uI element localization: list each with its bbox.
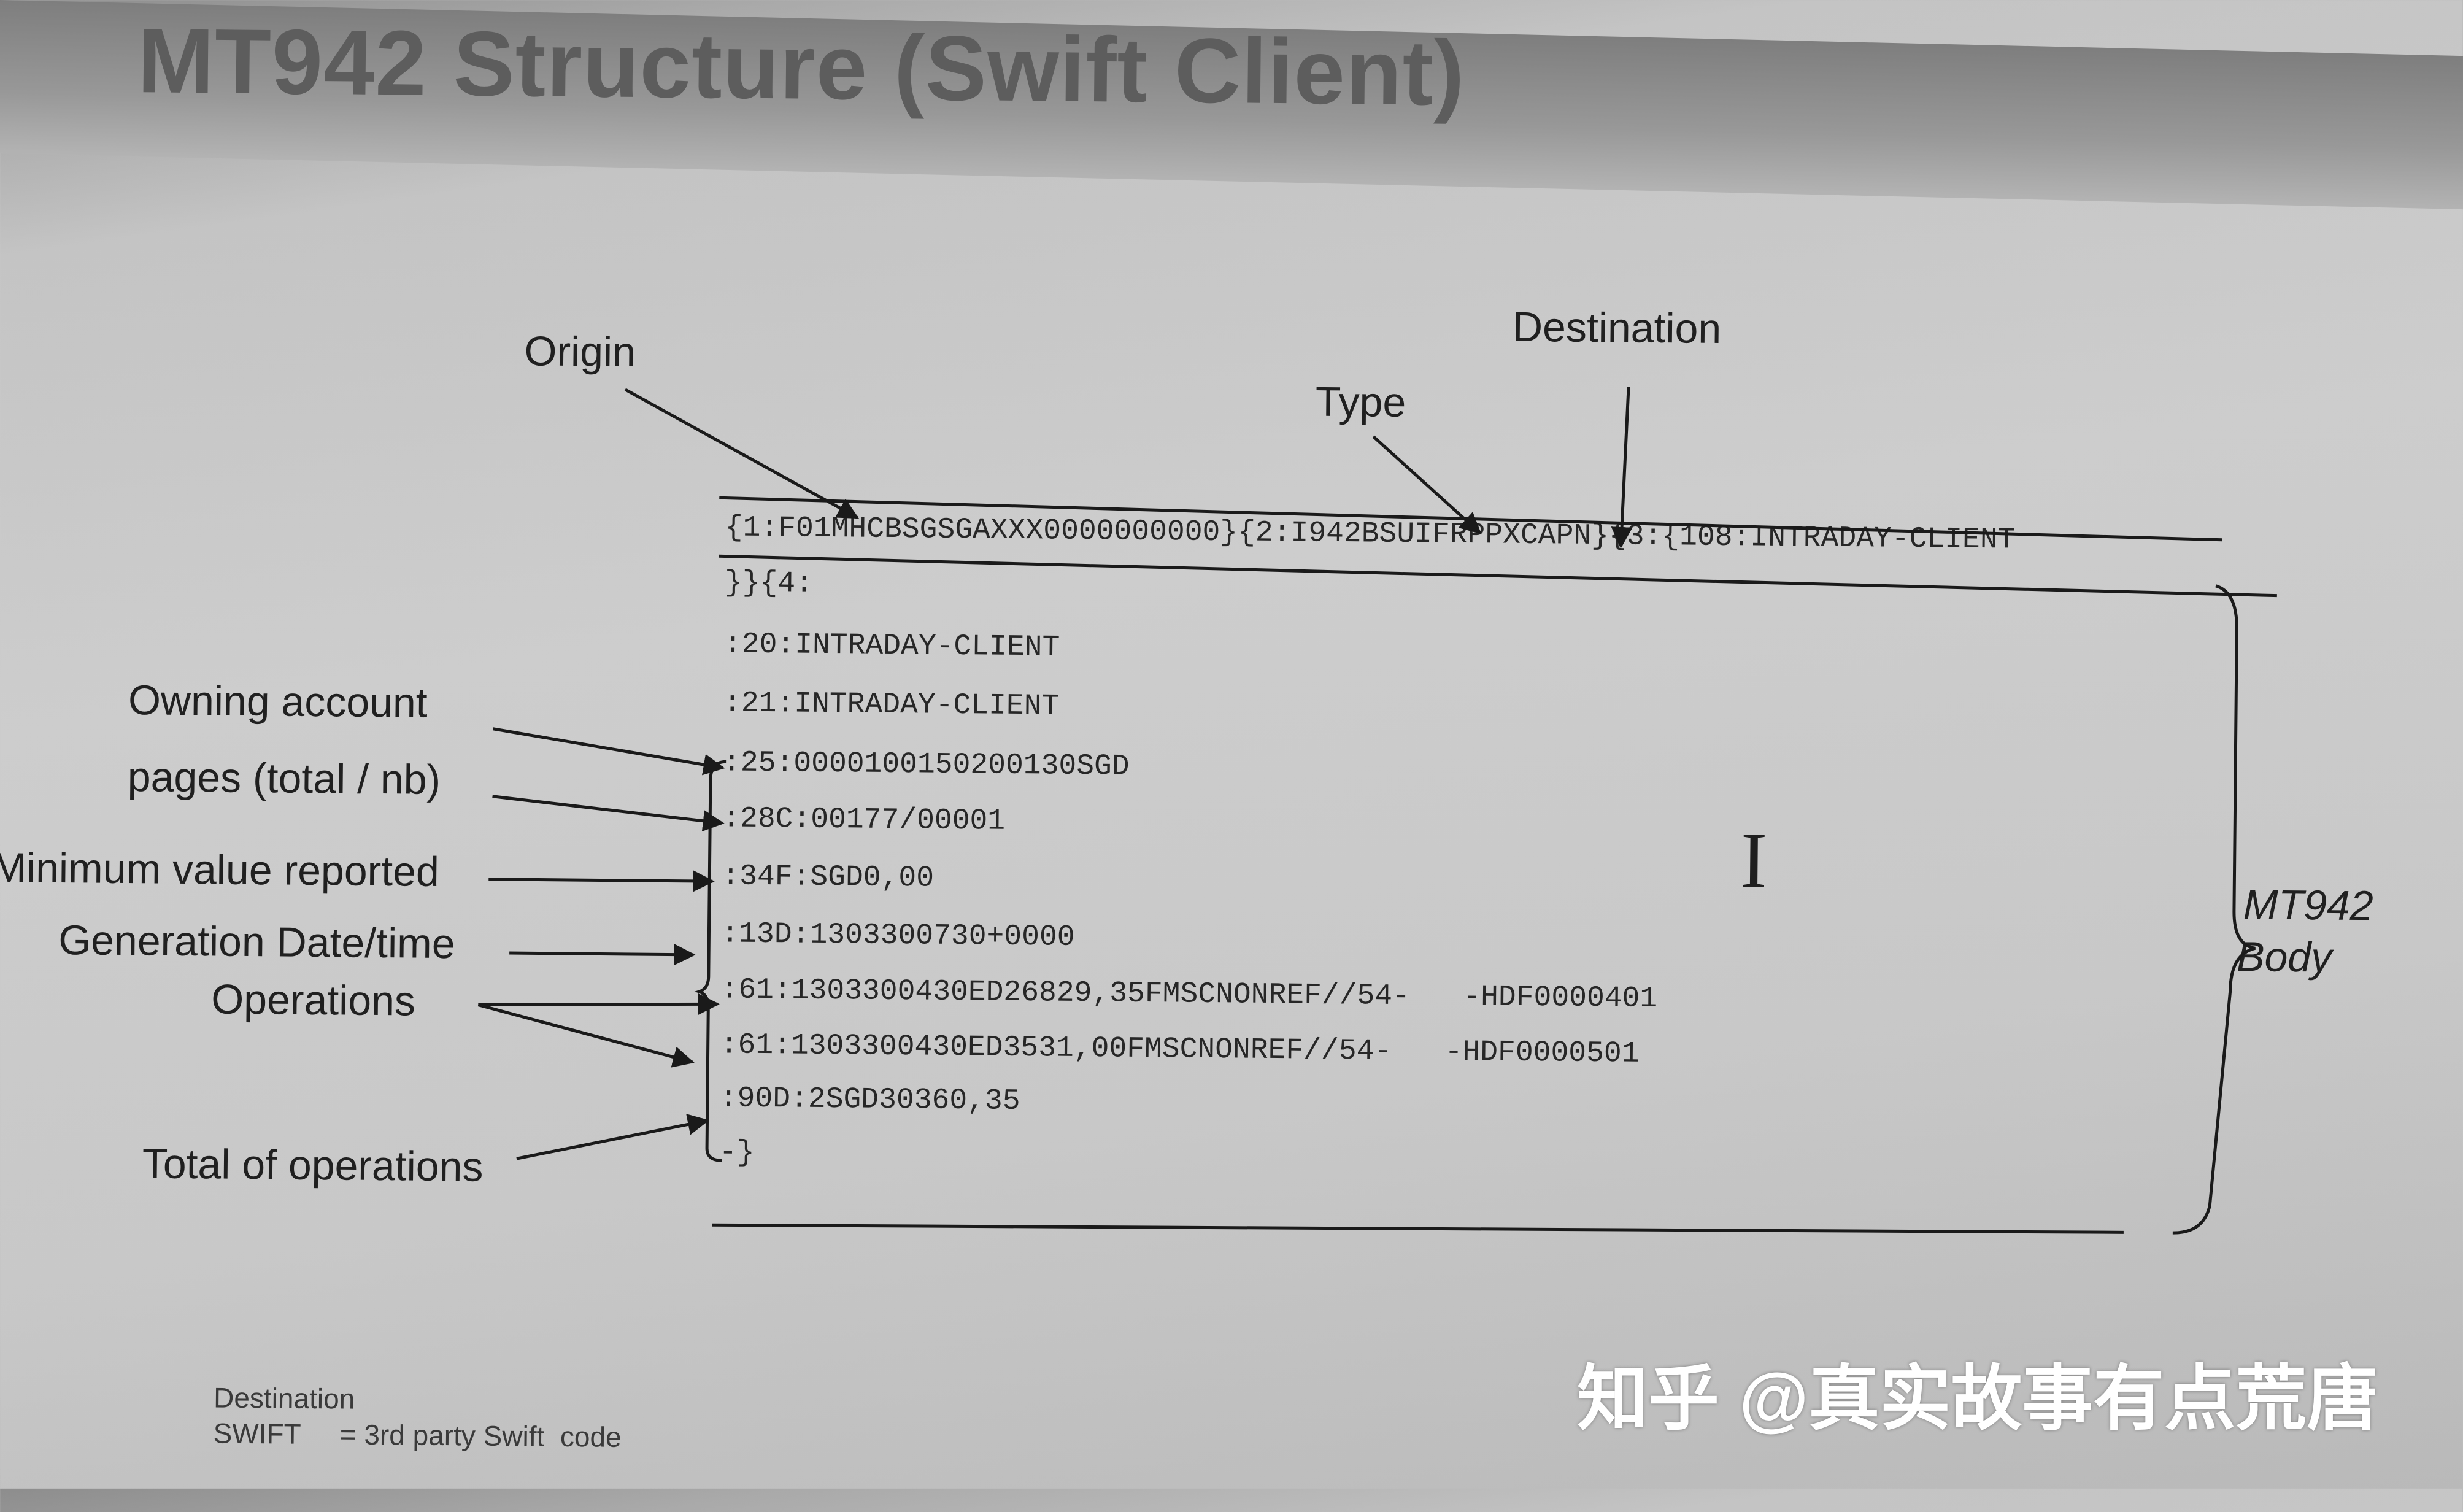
left-brace bbox=[694, 760, 727, 1162]
footnote-swift: SWIFT = 3rd party Swift code bbox=[213, 1417, 622, 1453]
arrow-owning-account bbox=[493, 727, 725, 776]
arrow-operations-2 bbox=[477, 1003, 695, 1068]
arrow-destination bbox=[1611, 387, 1633, 549]
watermark: 知乎 @真实故事有点荒唐 bbox=[1577, 1359, 2378, 1438]
arrow-type bbox=[1372, 435, 1482, 534]
arrow-minimum-value bbox=[488, 870, 715, 892]
header-rule-bottom bbox=[719, 554, 2277, 598]
mt942-body-brace bbox=[2172, 584, 2256, 1235]
arrow-generation-date bbox=[509, 944, 696, 966]
arrow-total-operations bbox=[516, 1114, 709, 1160]
header-rule-top bbox=[719, 496, 2222, 542]
arrow-origin bbox=[624, 388, 860, 519]
arrow-operations-1 bbox=[478, 993, 720, 1015]
body-rule-bottom bbox=[712, 1223, 2124, 1234]
arrow-pages bbox=[492, 795, 725, 832]
footnote-destination: Destination bbox=[213, 1381, 355, 1415]
text-cursor-icon: I bbox=[1740, 816, 1768, 905]
